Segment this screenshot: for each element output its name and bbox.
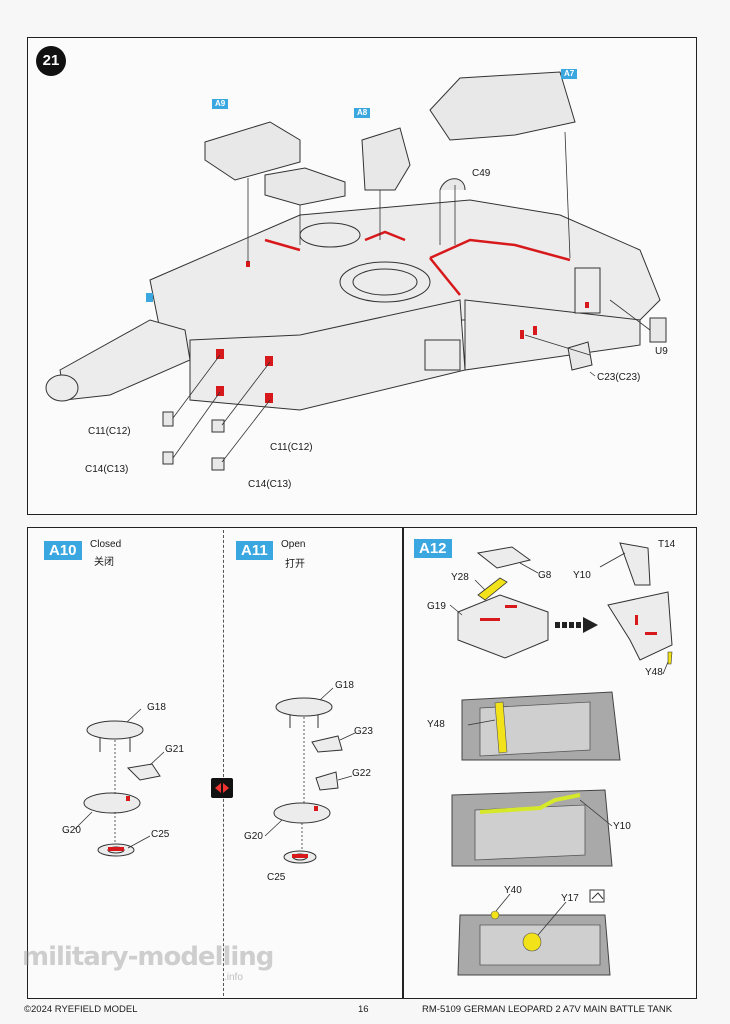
watermark-suffix: .info bbox=[224, 972, 243, 983]
a10-label-g21: G21 bbox=[165, 744, 184, 755]
a10-label-g18: G18 bbox=[147, 702, 166, 713]
a11-subtitle: 打开 bbox=[285, 559, 305, 570]
callout-c11-right: C11(C12) bbox=[270, 442, 313, 453]
a11-label-g22: G22 bbox=[352, 768, 371, 779]
tag-a8: A8 bbox=[354, 108, 371, 118]
a10-a11-panel bbox=[27, 527, 403, 999]
callout-c49: C49 bbox=[472, 168, 491, 179]
a11-label-g20: G20 bbox=[244, 831, 263, 842]
a11-label-c25: C25 bbox=[267, 872, 286, 883]
a12-label-y48-top: Y48 bbox=[645, 667, 663, 678]
a11-title: Open bbox=[281, 539, 306, 550]
a12-label-y10-top: Y10 bbox=[573, 570, 591, 581]
a12-badge: A12 bbox=[414, 539, 452, 558]
callout-c14-left: C14(C13) bbox=[85, 464, 129, 475]
a10-badge: A10 bbox=[44, 541, 82, 560]
footer-page-number: 16 bbox=[358, 1004, 369, 1015]
panel-divider bbox=[223, 530, 224, 996]
a11-badge: A11 bbox=[236, 541, 273, 560]
a12-label-g19: G19 bbox=[427, 601, 446, 612]
callout-c11-left: C11(C12) bbox=[88, 426, 131, 437]
a10-label-g20: G20 bbox=[62, 825, 81, 836]
a12-label-y48-detail: Y48 bbox=[427, 719, 445, 730]
callout-c14-right: C14(C13) bbox=[248, 479, 292, 490]
footer-copyright: ©2024 RYEFIELD MODEL bbox=[24, 1004, 138, 1015]
a12-label-y10-detail: Y10 bbox=[613, 821, 631, 832]
a10-subtitle: 关闭 bbox=[94, 557, 114, 568]
a12-label-y40: Y40 bbox=[504, 885, 522, 896]
footer-kit-title: RM-5109 GERMAN LEOPARD 2 A7V MAIN BATTLE… bbox=[422, 1004, 673, 1015]
a11-label-g23: G23 bbox=[354, 726, 373, 737]
callout-u9: U9 bbox=[655, 346, 668, 357]
step-number-badge: 21 bbox=[36, 46, 66, 76]
a11-label-g18: G18 bbox=[335, 680, 354, 691]
a12-label-y17: Y17 bbox=[561, 893, 579, 904]
a12-label-y28: Y28 bbox=[451, 572, 469, 583]
callout-c23: C23(C23) bbox=[597, 372, 641, 383]
a10-title: Closed bbox=[90, 539, 122, 550]
a12-label-g8: G8 bbox=[538, 570, 552, 581]
a10-label-c25: C25 bbox=[151, 829, 170, 840]
tag-a9: A9 bbox=[212, 99, 229, 109]
watermark-logo: military-modelling bbox=[22, 942, 274, 972]
a12-label-t14: T14 bbox=[658, 539, 676, 550]
tag-a7: A7 bbox=[561, 69, 578, 79]
